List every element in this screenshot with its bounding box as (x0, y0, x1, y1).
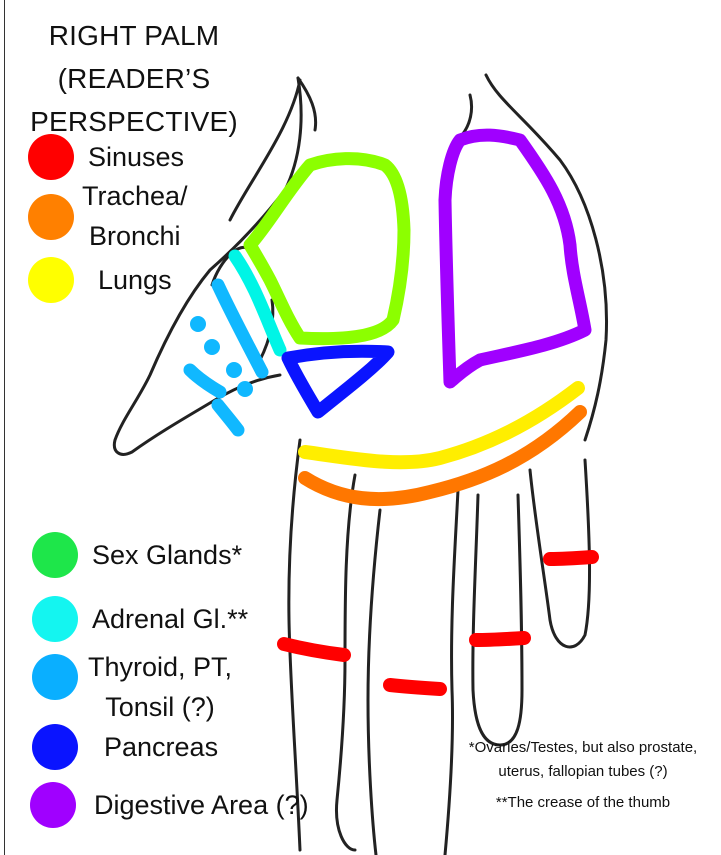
legend-sinuses: Sinuses (28, 134, 184, 180)
legend-label-digestive: Digestive Area (?) (94, 790, 309, 820)
legend-label-pancreas: Pancreas (104, 732, 219, 762)
legend-sex-glands: Sex Glands* (32, 532, 242, 578)
zone-sinuses (277, 550, 599, 696)
legend-dot-sex-glands (32, 532, 78, 578)
legend-trachea-bronchi: Trachea/ Bronchi (28, 176, 188, 256)
legend-label-sex-glands: Sex Glands* (92, 540, 243, 570)
legend-thyroid: Thyroid, PT, Tonsil (?) (32, 647, 232, 727)
zone-thyroid-dots (190, 316, 253, 397)
legend-label-thyroid: Thyroid, PT, Tonsil (?) (88, 652, 233, 722)
footnote-thumb-crease: **The crease of the thumb (495, 794, 671, 811)
legend-dot-thyroid (32, 654, 78, 700)
legend-dot-trachea-bronchi (28, 194, 74, 240)
left-border-line (4, 0, 5, 855)
legend-label-lungs: Lungs (98, 265, 172, 295)
zone-pancreas (281, 344, 395, 419)
title-line-3: PERSPECTIVE) (30, 106, 238, 137)
legend-dot-pancreas (32, 724, 78, 770)
legend-label-trachea-bronchi: Trachea/ Bronchi (82, 181, 188, 251)
footnote-ovaries-testes: *Ovaries/Testes, but also prostate, uter… (468, 739, 698, 780)
legend-dot-sinuses (28, 134, 74, 180)
legend-label-sinuses: Sinuses (88, 142, 185, 172)
title-line-2: (READER’S (57, 63, 211, 94)
zone-trachea-bronchi (298, 405, 587, 507)
zone-sex-glands (243, 152, 411, 346)
title-line-1: RIGHT PALM (48, 20, 220, 51)
legend-lungs: Lungs (28, 257, 172, 303)
diagram-title: RIGHT PALM (READER’S PERSPECTIVE) (18, 14, 250, 143)
zone-thyroid (183, 278, 269, 437)
legend-label-adrenal: Adrenal Gl.** (92, 604, 249, 634)
zone-lungs (298, 381, 585, 470)
legend-pancreas: Pancreas (32, 724, 218, 770)
legend-dot-digestive (30, 782, 76, 828)
legend-dot-adrenal (32, 596, 78, 642)
legend-digestive: Digestive Area (?) (30, 782, 309, 828)
legend-adrenal: Adrenal Gl.** (32, 596, 248, 642)
zone-digestive (438, 128, 592, 389)
zone-adrenal (228, 249, 287, 357)
legend-dot-lungs (28, 257, 74, 303)
